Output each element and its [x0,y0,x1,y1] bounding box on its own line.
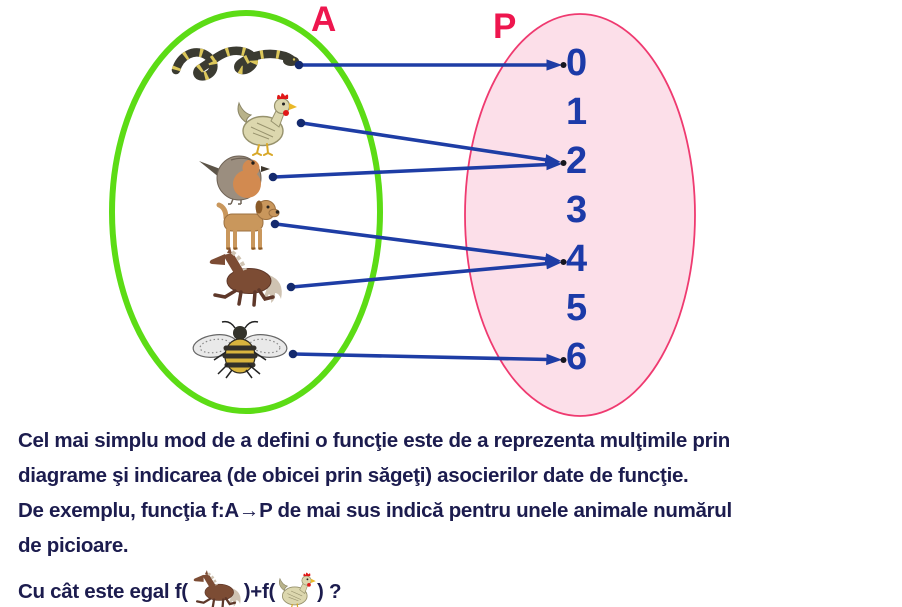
text-line-1: Cel mai simplu mod de a defini o funcţie… [18,429,730,452]
bee-icon [192,322,289,378]
arrow-start-dots [268,60,306,359]
bird-icon [198,155,271,205]
question-mid: )+f( [243,579,276,603]
codomain-value-3: 3 [566,189,588,231]
mapping-arrows [273,59,563,366]
arrow-dog-to-4 [275,222,562,265]
set-A-label: A [311,0,337,39]
set-P-ellipse [464,13,696,417]
codomain-value-4: 4 [566,238,588,280]
codomain-value-2: 2 [566,140,588,182]
explanation-text: Cel mai simplu mod de a defini o funcţie… [18,423,896,607]
question-line: Cu cât este egal f( )+f( ) ? [18,565,896,607]
text-line-3: De exemplu, funcţia f:A→P de mai sus ind… [18,499,732,522]
mapping-diagram [109,10,696,417]
horse-inline-icon [192,570,242,607]
dog-icon [219,201,279,249]
codomain-value-0: 0 [566,42,588,84]
horse-icon [207,245,284,307]
set-P-label: P [493,7,517,46]
set-A-ellipse [109,10,383,414]
codomain-element-dots [560,62,567,363]
codomain-value-1: 1 [566,91,588,133]
arrow-bird-to-2 [273,158,563,179]
text-line-4: de picioare. [18,534,129,557]
question-suffix: ) ? [317,579,342,603]
snake-icon [176,51,299,77]
codomain-value-6: 6 [566,336,588,378]
hen-icon [237,92,298,156]
hen-inline-icon [278,571,317,607]
text-line-2: diagrame şi indicarea (de obicei prin să… [18,464,689,487]
arrow-bee-to-6 [293,352,563,366]
codomain-value-5: 5 [566,287,588,329]
arrow-hen-to-2 [301,121,562,166]
arrow-horse-to-4 [291,257,563,289]
question-prefix: Cu cât este egal f( [18,579,188,603]
